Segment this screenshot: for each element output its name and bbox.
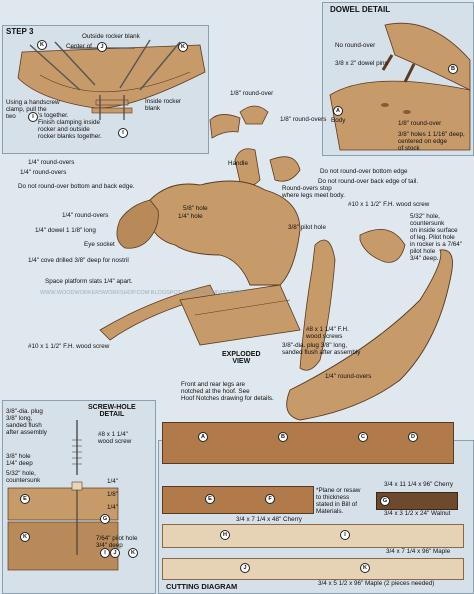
- step3-outside-blank-label: Outside rocker blank: [82, 33, 140, 40]
- exploded-label-18: #10 x 1 1/2" F.H. wood screw: [348, 201, 430, 208]
- part-d: D: [408, 432, 418, 442]
- step3-inside-blank-label: Inside rocker blank: [145, 98, 182, 112]
- dowel-roundover-label: 1/8" round-over: [398, 120, 442, 127]
- exploded-label-11: Space platform slats 1/4" apart.: [45, 278, 133, 285]
- step3-note: Using a handscrew clamp, pull the two: [6, 99, 60, 120]
- part-b: B: [278, 432, 288, 442]
- exploded-label-19: 3/8" pilot hole: [288, 224, 326, 231]
- step3-letter-k-left: K: [37, 40, 47, 50]
- dowel-tail-letter: B: [448, 64, 458, 74]
- screw-pilot-label: 7/64" pilot hole 3/4" deep: [96, 535, 138, 549]
- exploded-label-15: 1/4" round-overs: [20, 169, 67, 176]
- watermark: WWW.WOODWORKERSWORKSHOP.COM BLOGSPOT WOO…: [40, 290, 244, 296]
- step3-letter-k-right: K: [178, 42, 188, 52]
- exploded-label-4: 1/4" round-overs: [28, 159, 75, 166]
- exploded-label-14: 1/4" hole: [178, 213, 203, 220]
- step3-center-letter: J: [97, 42, 107, 52]
- board-1-label: 3/4 x 11 1/4 x 96" Cherry: [384, 481, 453, 488]
- board-4-label: 3/4 x 7 1/4 x 96" Maple: [386, 548, 451, 555]
- screw-dim-2: 1/8": [107, 491, 118, 498]
- board-1: [162, 422, 454, 464]
- part-k: K: [360, 563, 370, 573]
- board-4: [162, 524, 464, 548]
- exploded-label-21: #8 x 1 1/4" F.H. wood screws: [306, 326, 349, 340]
- dowel-body-letter: A: [333, 106, 343, 116]
- exploded-label-handle: Handle: [228, 160, 248, 167]
- exploded-label-12: #10 x 1 1/2" F.H. wood screw: [28, 343, 110, 350]
- exploded-label-eye: Eye socket: [84, 241, 115, 248]
- board-2: [162, 486, 314, 514]
- exploded-label-2: 1/8" round-overs: [280, 116, 327, 123]
- screw-dim-3: 1/4": [107, 504, 118, 511]
- exploded-label-5: Do not round-over bottom edge: [320, 168, 408, 175]
- exploded-label-16: Do not round-over back edge of tail.: [318, 178, 419, 185]
- dowel-body-label: Body: [331, 117, 346, 124]
- exploded-label-24: Front and rear legs are notched at the h…: [181, 381, 274, 402]
- part-e: E: [205, 494, 215, 504]
- dowel-detail-title: DOWEL DETAIL: [330, 5, 391, 14]
- exploded-label-1: 1/8" round-over: [230, 90, 274, 97]
- screw-letter-k: K: [20, 532, 30, 542]
- exploded-label-17: Round-overs stop where legs meet body.: [282, 185, 345, 199]
- exploded-label-10: 1/4" cove drilled 3/8" deep for nostril: [28, 257, 129, 264]
- exploded-label-8: 1/4" dowel 1 1/8" long: [35, 227, 96, 234]
- part-f: F: [265, 494, 275, 504]
- board-5-label: 3/4 x 5 1/2 x 96" Maple (2 pieces needed…: [318, 580, 435, 587]
- board-5: [162, 558, 464, 580]
- part-i: I: [340, 530, 350, 540]
- dowel-holes-label: 3/8" holes 1 1/16" deep, centered on edg…: [398, 131, 465, 152]
- board-3: [376, 492, 458, 510]
- screw-letter-j: J: [110, 548, 120, 558]
- screw-plug-label: 3/8"-dia. plug 3/8" long, sanded flush a…: [6, 408, 47, 436]
- screw-hole38-label: 3/8" hole 1/4" deep: [6, 453, 33, 467]
- screw-letter-g: G: [100, 514, 110, 524]
- screw-dim-1: 1/4": [107, 478, 118, 485]
- cutting-diagram-title: CUTTING DIAGRAM: [166, 582, 238, 591]
- board-3-label: 3/4 x 3 1/2 x 24" Walnut: [384, 510, 451, 517]
- part-a: A: [198, 432, 208, 442]
- screw-letter-i: I: [100, 548, 110, 558]
- part-h: H: [220, 530, 230, 540]
- screw-hole-title: SCREW-HOLE DETAIL: [88, 404, 136, 418]
- part-g: G: [380, 496, 390, 506]
- screw-screw-label: #8 x 1 1/4" wood screw: [98, 431, 132, 445]
- screw-letter-k2: K: [128, 548, 138, 558]
- screw-letter-e: E: [20, 494, 30, 504]
- part-j: J: [240, 563, 250, 573]
- dowel-no-roundover-label: No round-over: [335, 42, 376, 49]
- exploded-label-13: 5/8" hole: [183, 205, 208, 212]
- exploded-label-23: 1/4" round-overs: [325, 373, 372, 380]
- board-2-label: 3/4 x 7 1/4 x 48" Cherry: [236, 516, 302, 523]
- exploded-label-20: 5/32" hole, countersunk on inside surfac…: [410, 213, 462, 262]
- step3-title: STEP 3: [6, 27, 34, 36]
- part-c: C: [358, 432, 368, 442]
- step3-letter-i: I: [118, 128, 128, 138]
- step3-center-label: Center of: [66, 43, 92, 50]
- step3-note-letter: I: [28, 112, 38, 122]
- dowel-pins-label: 3/8 x 2" dowel pins: [335, 60, 388, 67]
- exploded-view-title: EXPLODED VIEW: [222, 351, 261, 365]
- exploded-label-6: Do not round-over bottom and back edge.: [18, 183, 135, 190]
- step3-note-2: 's together. Finish clamping inside rock…: [38, 112, 102, 140]
- exploded-label-7: 1/4" round-overs: [62, 212, 109, 219]
- cutting-note: *Plane or resaw to thickness stated in B…: [316, 487, 361, 515]
- screw-hole532-label: 5/32" hole, countersunk: [6, 470, 41, 484]
- exploded-label-22: 3/8"-dia. plug 3/8" long, sanded flush a…: [282, 342, 361, 356]
